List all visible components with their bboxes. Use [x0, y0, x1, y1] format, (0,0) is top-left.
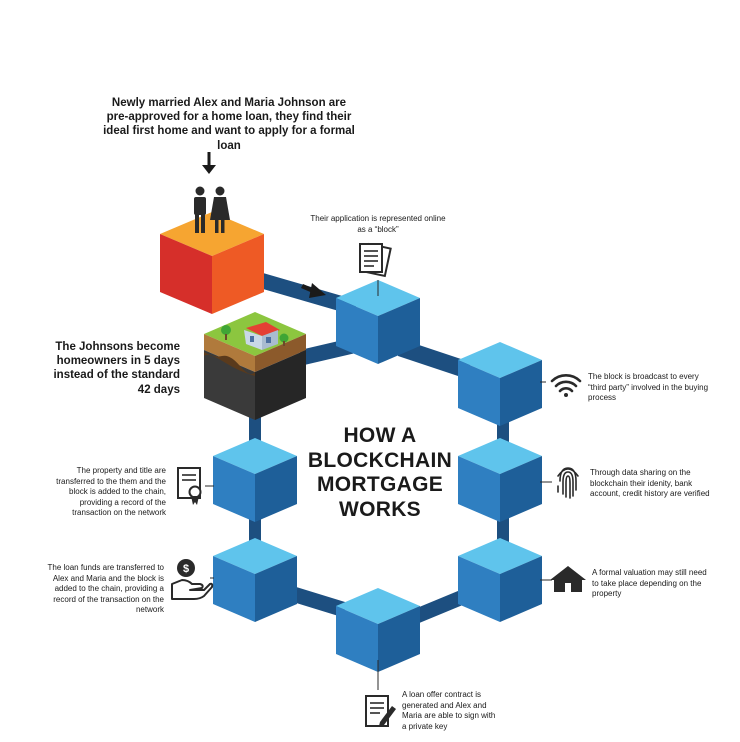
home-land-cube — [204, 312, 306, 420]
connector-start — [246, 268, 356, 316]
contract-sign-icon — [365, 695, 396, 727]
block-broadcast — [458, 342, 542, 426]
block-title-transfer — [213, 438, 297, 522]
step-broadcast-text: The block is broadcast to every “third p… — [588, 372, 709, 402]
block-verification — [458, 438, 542, 522]
money-hand-icon: $ — [171, 559, 214, 600]
wifi-icon — [550, 374, 582, 397]
step-verification-text: Through data sharing on the blockchain t… — [590, 468, 710, 498]
arrow-down-icon — [202, 152, 216, 174]
block-funds — [213, 538, 297, 622]
step-valuation-text: A formal valuation may still need to tak… — [592, 568, 707, 598]
house-icon — [550, 566, 586, 592]
step-title-transfer-text: The property and title are transferred t… — [56, 466, 166, 517]
intro-text: Newly married Alex and Maria Johnson are… — [103, 97, 355, 152]
homeowners-text: The Johnsons become homeowners in 5 days… — [53, 341, 180, 396]
connector-1 — [398, 338, 470, 380]
block-contract — [336, 588, 420, 672]
start-cube — [160, 212, 264, 314]
step-funds-text: The loan funds are transferred to Alex a… — [47, 563, 164, 614]
couple-icon — [194, 186, 230, 233]
document-icon — [359, 242, 392, 278]
certificate-icon — [177, 467, 202, 505]
connector-4 — [412, 586, 470, 626]
step-application-text: Their application is represented online … — [310, 214, 446, 234]
block-valuation — [458, 538, 542, 622]
fingerprint-icon — [557, 467, 579, 499]
arrow-icon — [301, 283, 326, 298]
step-contract-text: A loan offer contract is generated and A… — [402, 690, 496, 731]
leader-lines — [205, 280, 552, 690]
svg-text:$: $ — [183, 563, 189, 575]
page-title: HOW A BLOCKCHAIN MORTGAGE WORKS — [307, 424, 453, 521]
